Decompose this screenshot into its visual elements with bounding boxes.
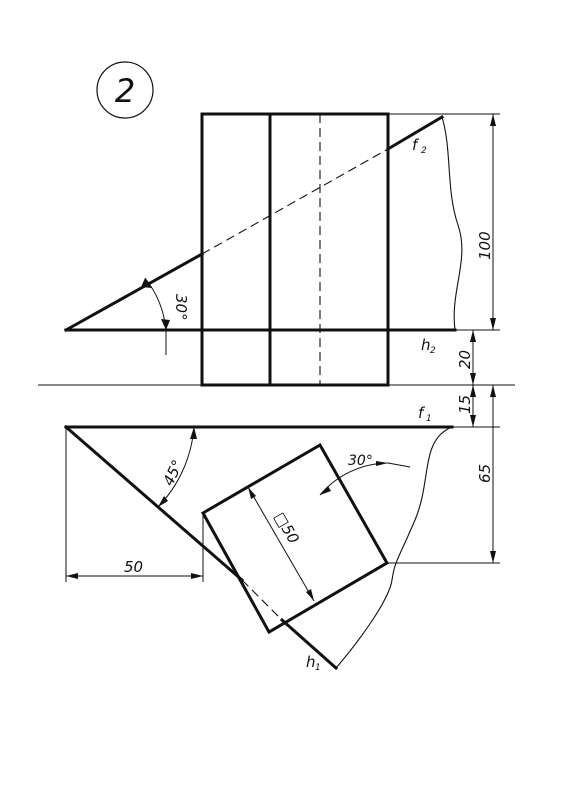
dim-100-arrow-bottom	[490, 318, 496, 330]
angle-arrow-front-bottom	[161, 319, 170, 330]
top-view: f 1 h 1 □50 45° 30° 50	[63, 385, 500, 673]
angle-front-label: 30°	[172, 294, 190, 321]
dim-100-label: 100	[476, 231, 494, 260]
f2-line-hidden	[201, 148, 389, 255]
f1-sub: 1	[426, 414, 432, 424]
dim-square-arrow-bottom	[306, 589, 314, 601]
dim-20-arrow-bottom	[470, 373, 476, 385]
dim-square-label: □50	[271, 509, 303, 547]
h1-line-visible-end	[279, 617, 339, 671]
dim-20-label: 20	[456, 350, 474, 369]
f2-label: f	[412, 136, 420, 154]
angle-square-arrow-b	[376, 461, 388, 466]
f2-line-visible-right	[385, 114, 445, 152]
h1-line-visible	[63, 424, 245, 583]
angle-square-label: 30°	[348, 453, 373, 469]
angle-top-arrow-a	[190, 427, 197, 439]
dim-50-arrow-left	[66, 573, 78, 579]
f1-label: f	[418, 404, 426, 422]
h2-label: h	[421, 336, 431, 354]
front-view: 30° f 2 h 2 100 20	[63, 112, 500, 387]
sheet-number: 2	[115, 72, 135, 110]
h1-label: h	[306, 653, 316, 671]
dim-20-arrow-top	[470, 330, 476, 342]
dim-50-label: 50	[124, 558, 143, 576]
prism-front-outline	[200, 112, 390, 387]
angle-top-label: 45°	[159, 457, 187, 489]
break-line-top	[335, 426, 453, 669]
dim-square-arrow-top	[248, 487, 256, 499]
h1-sub: 1	[315, 663, 321, 673]
dim-15-arrow-bottom	[470, 415, 476, 427]
dim-100-arrow-top	[490, 114, 496, 126]
dim-65-label: 65	[476, 464, 494, 483]
angle-top-arrow-b	[158, 496, 168, 507]
sheet-number-badge: 2	[96, 61, 154, 119]
angle-square-tail	[387, 462, 411, 468]
dim-line-square	[247, 486, 315, 602]
dim-50-arrow-right	[191, 573, 203, 579]
angle-square-arrow-a	[320, 486, 331, 495]
f2-line-visible	[63, 251, 205, 333]
f2-sub: 2	[421, 146, 427, 156]
h2-sub: 2	[430, 346, 436, 356]
dim-65-arrow-top	[490, 385, 496, 397]
dim-65-arrow-bottom	[490, 551, 496, 563]
dim-15-arrow-top	[470, 385, 476, 397]
break-line-front	[441, 116, 463, 331]
h1-line-hidden	[241, 579, 283, 621]
angle-arrow-front-top	[141, 278, 152, 288]
dim-15-label: 15	[456, 395, 474, 414]
